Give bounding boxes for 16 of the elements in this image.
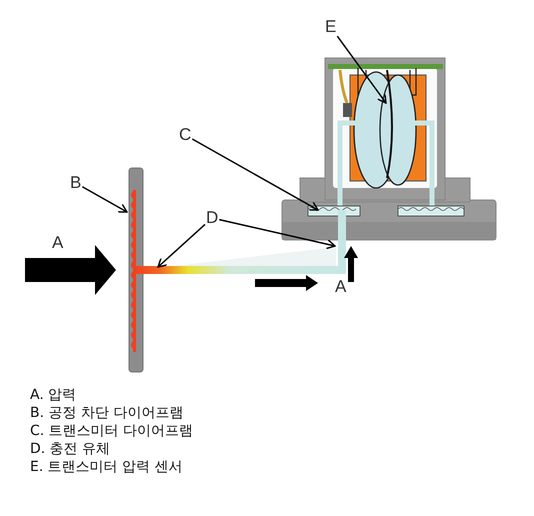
leader-line bbox=[219, 218, 336, 250]
callout-letter: A bbox=[52, 234, 64, 252]
key-text: A. 압력 bbox=[30, 386, 76, 404]
key-text: D. 충전 유체 bbox=[30, 440, 110, 458]
leader-line bbox=[82, 186, 128, 213]
key-text: C. 트랜스미터 다이어프램 bbox=[30, 422, 194, 440]
callout-letter: A bbox=[335, 278, 346, 296]
leader-line bbox=[192, 138, 319, 211]
callout-letter: E bbox=[325, 18, 336, 36]
callout-letter: B bbox=[70, 174, 82, 192]
key-text: E. 트랜스미터 압력 센서 bbox=[30, 458, 183, 476]
callout-letter: C bbox=[179, 126, 192, 144]
leader-line bbox=[157, 224, 206, 268]
leader-line bbox=[336, 36, 387, 104]
key-text: B. 공정 차단 다이어프램 bbox=[30, 404, 184, 422]
callout-letter: D bbox=[206, 209, 218, 227]
